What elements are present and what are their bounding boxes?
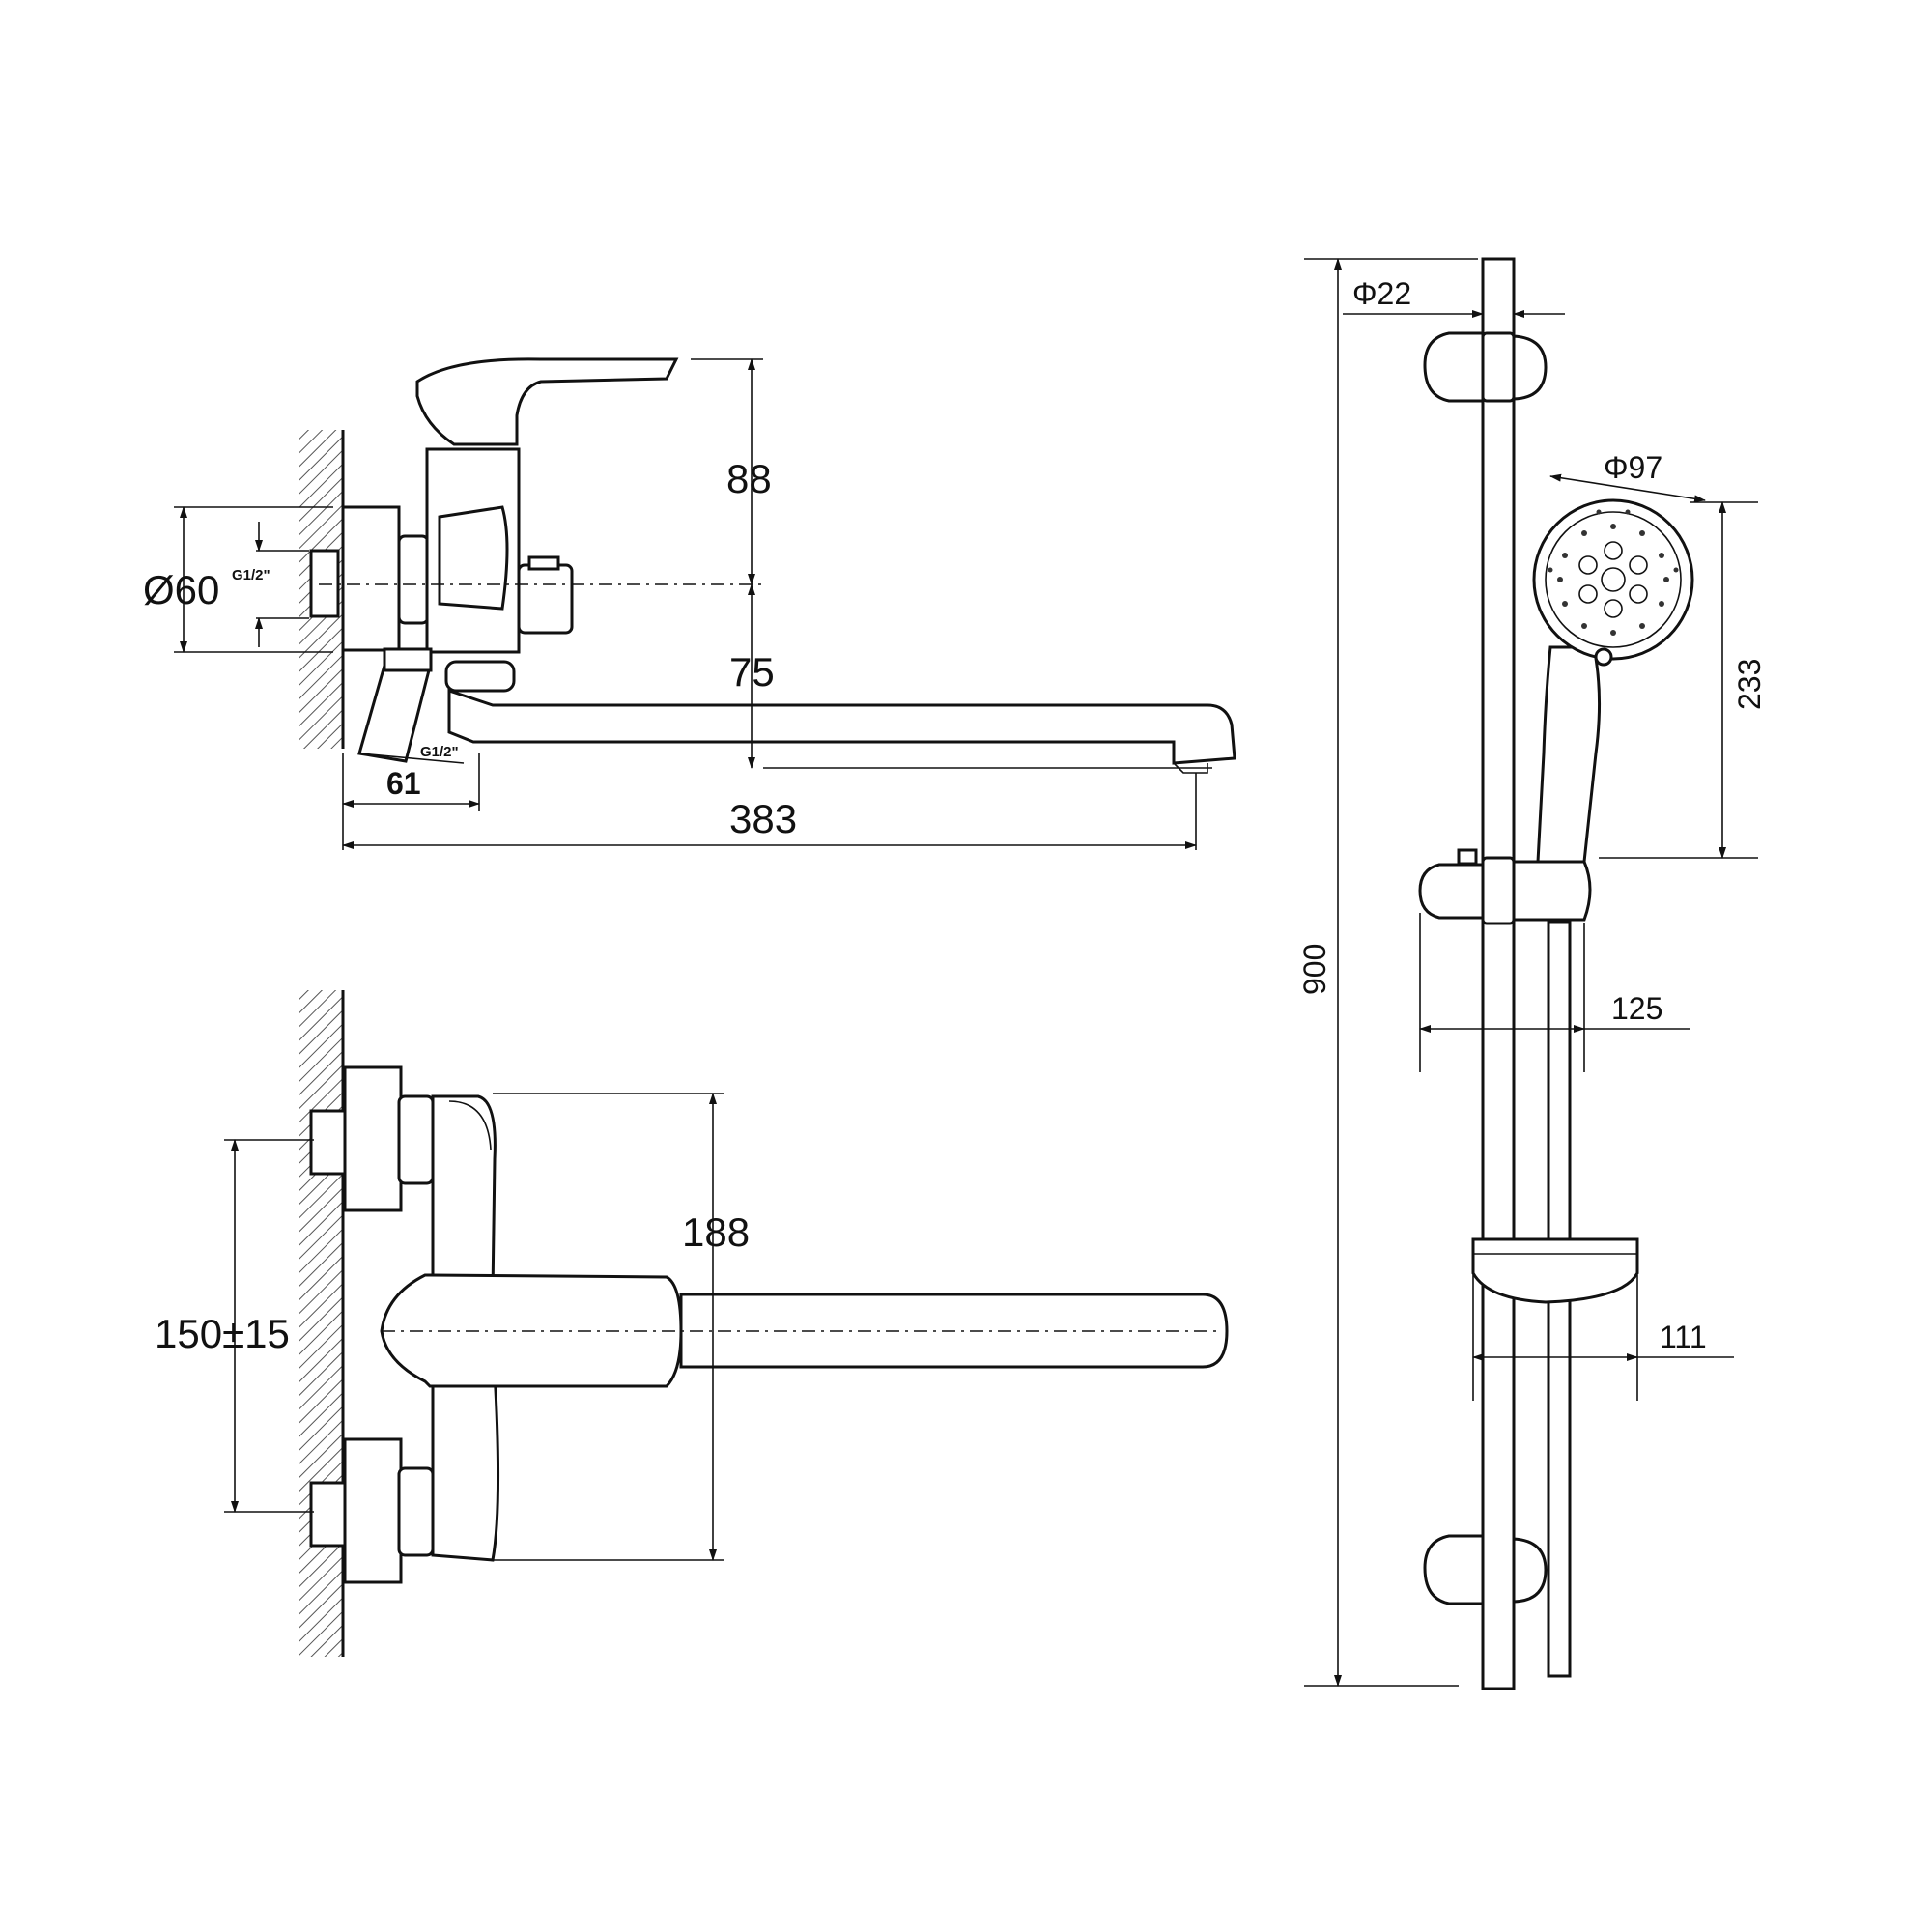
dim-rail-diameter: Φ22 [1352,276,1411,311]
dim-handset-length: 233 [1732,659,1767,710]
wall-hatch-lower [299,990,343,1657]
hex-nut [397,534,430,625]
spout [447,688,1236,765]
wall-bracket-bottom [1423,1534,1485,1605]
dim-wall-offset: 61 [386,766,421,801]
side-view: 88 75 Ø60 G1/2" G1/2" 61 383 [143,357,1236,850]
nozzle-ring [1578,541,1648,618]
soap-dish [1471,1237,1639,1304]
rosette-lower [343,1437,403,1584]
dim-inlet-spacing: 150±15 [155,1311,290,1356]
dim-body-width: 188 [682,1209,750,1255]
mixer-lever [415,357,679,446]
handset-handle [1536,645,1602,864]
diverter-knob [517,563,574,635]
rosette-upper [343,1065,403,1212]
spout-collar [444,660,516,693]
dim-soap-dish-depth: 111 [1660,1320,1707,1354]
dim-connector-diameter: Ø60 [143,567,219,612]
dim-total-length: 383 [729,796,797,841]
thread-label-upper: G1/2" [232,567,270,583]
dim-spout-drop: 75 [729,649,775,695]
nut-upper [397,1094,435,1185]
cartridge-cap [438,505,509,611]
wall-bracket-top [1423,331,1485,403]
dim-lever-height: 88 [726,456,772,501]
dim-rail-length: 900 [1297,944,1332,995]
slider [1418,863,1485,920]
slide-rail [1481,257,1516,1690]
thread-label-lower: G1/2" [420,744,459,760]
eccentric-connector [309,549,340,618]
dim-slider-depth: 125 [1611,991,1662,1026]
shower-rail-view: Φ22 Φ97 233 900 125 111 [1297,257,1767,1690]
nut-lower [397,1466,435,1557]
top-view: 188 150±15 [155,990,1229,1657]
wall-rosette [341,505,401,652]
spray-dots [1548,509,1679,636]
dim-head-diameter: Φ97 [1604,450,1662,485]
